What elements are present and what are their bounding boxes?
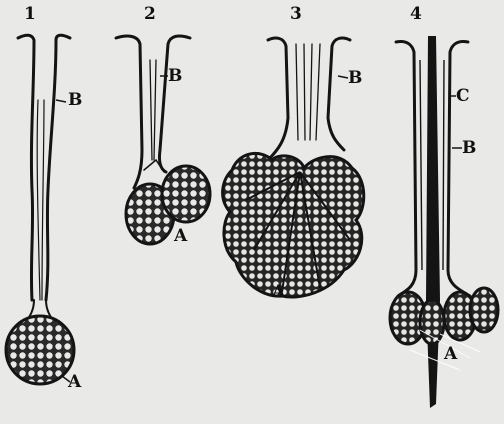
figure-3-duct-pointer <box>338 76 348 78</box>
figure-3-number: 3 <box>290 6 302 23</box>
figure-4-duct-label: B <box>462 140 476 157</box>
figure-1-acinus-label: A <box>68 374 81 391</box>
figure-2-duct-label: B <box>168 68 182 85</box>
figure-3-duct-label: B <box>348 70 362 87</box>
figure-4-core-label: C <box>456 88 470 105</box>
figure-4-core <box>426 36 440 408</box>
figure-3-gland <box>268 38 350 160</box>
figure-1-duct-pointer <box>56 100 66 102</box>
figure-1-number: 1 <box>24 6 36 23</box>
figure-2-number: 2 <box>144 6 156 23</box>
figure-2-acinus-right <box>162 166 210 222</box>
figure-3-acinus-label: A <box>272 284 285 301</box>
figure-4-acinus-label: A <box>444 346 457 363</box>
figure-2-acinus-label: A <box>174 228 187 245</box>
figure-2-gland <box>116 36 190 188</box>
figure-1-gland <box>18 35 70 322</box>
figure-1-duct-label: B <box>68 92 82 109</box>
figure-4-number: 4 <box>410 6 422 23</box>
figure-1-acinus <box>6 316 74 384</box>
